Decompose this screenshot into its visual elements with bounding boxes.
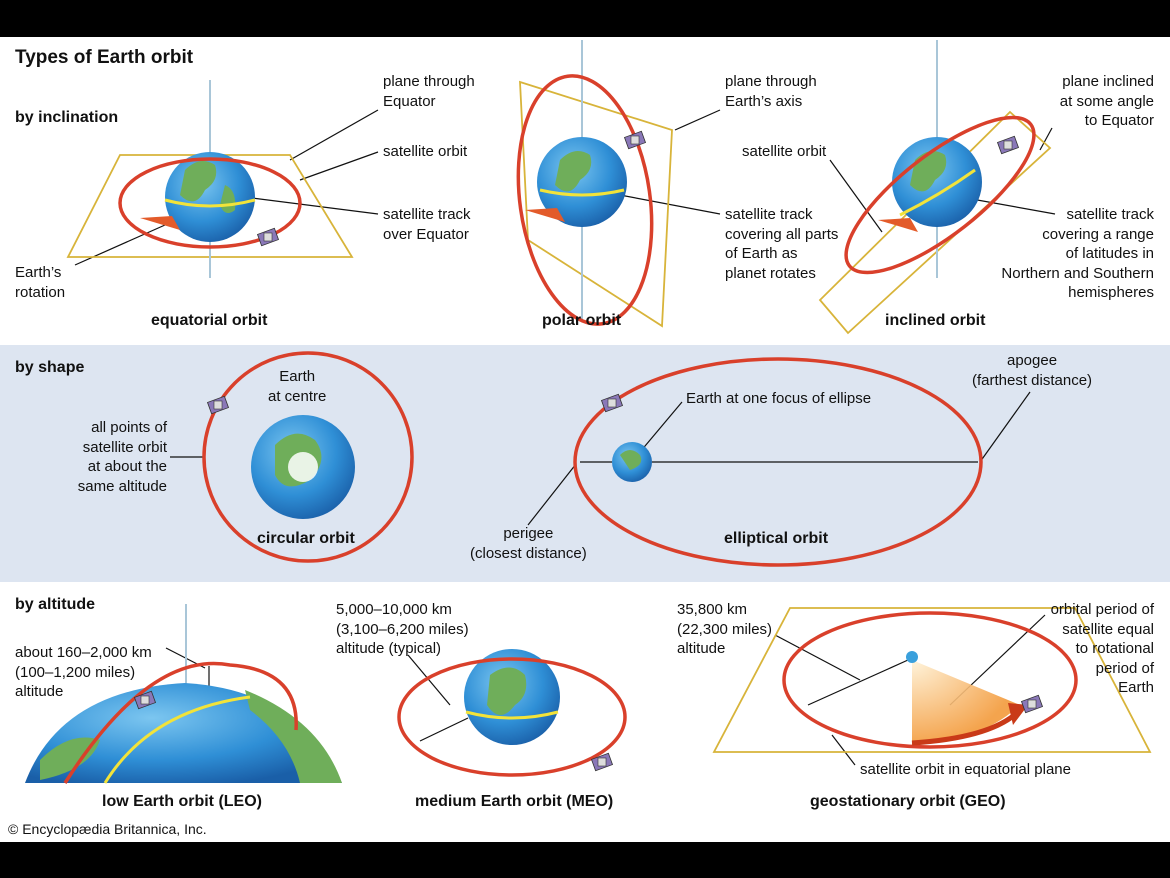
inclined-track-label: satellite track covering a range of lati…: [1001, 206, 1154, 301]
inclined-orbit-label: satellite orbit: [742, 143, 827, 160]
apogee-label: apogee (farthest distance): [972, 352, 1093, 389]
inclined-plane-label: plane inclined at some angle to Equator: [1059, 73, 1154, 129]
equatorial-track-label: satellite track over Equator: [383, 206, 471, 243]
copyright: © Encyclopædia Britannica, Inc.: [8, 821, 207, 837]
inclined-orbit-name: inclined orbit: [885, 312, 986, 329]
polar-orbit-name: polar orbit: [542, 312, 622, 329]
meo-name: medium Earth orbit (MEO): [415, 793, 614, 810]
shape-panel: [0, 345, 1170, 582]
focus-label: Earth at one focus of ellipse: [686, 390, 872, 407]
geo-plane-label: satellite orbit in equatorial plane: [860, 761, 1071, 778]
leo-name: low Earth orbit (LEO): [102, 793, 262, 810]
circular-orbit-name: circular orbit: [257, 530, 355, 547]
equatorial-orbit-name: equatorial orbit: [151, 312, 268, 329]
leo-altitude-label: about 160–2,000 km (100–1,200 miles) alt…: [15, 644, 152, 700]
section-altitude: by altitude: [15, 596, 96, 613]
earth-centre-label: Earth at centre: [268, 368, 327, 405]
diagram-title: Types of Earth orbit: [15, 47, 194, 68]
earth-rotation-label: Earth’s rotation: [15, 264, 66, 301]
geo-period-label: orbital period of satellite equal to rot…: [1050, 601, 1154, 696]
polar-plane-label: plane through Earth’s axis: [725, 73, 817, 110]
meo-altitude-label: 5,000–10,000 km (3,100–6,200 miles) alti…: [336, 601, 469, 657]
section-shape: by shape: [15, 359, 85, 376]
equatorial-orbit-label: satellite orbit: [383, 143, 468, 160]
circular-points-label: all points of satellite orbit at about t…: [77, 419, 167, 495]
elliptical-orbit-name: elliptical orbit: [724, 530, 829, 547]
perigee-label: perigee (closest distance): [470, 525, 587, 562]
equatorial-plane-label: plane through Equator: [383, 73, 475, 110]
geo-name: geostationary orbit (GEO): [810, 793, 1006, 810]
polar-track-label: satellite track covering all parts of Ea…: [725, 206, 839, 282]
geo-altitude-label: 35,800 km (22,300 miles) altitude: [677, 601, 773, 657]
section-inclination: by inclination: [15, 109, 119, 126]
